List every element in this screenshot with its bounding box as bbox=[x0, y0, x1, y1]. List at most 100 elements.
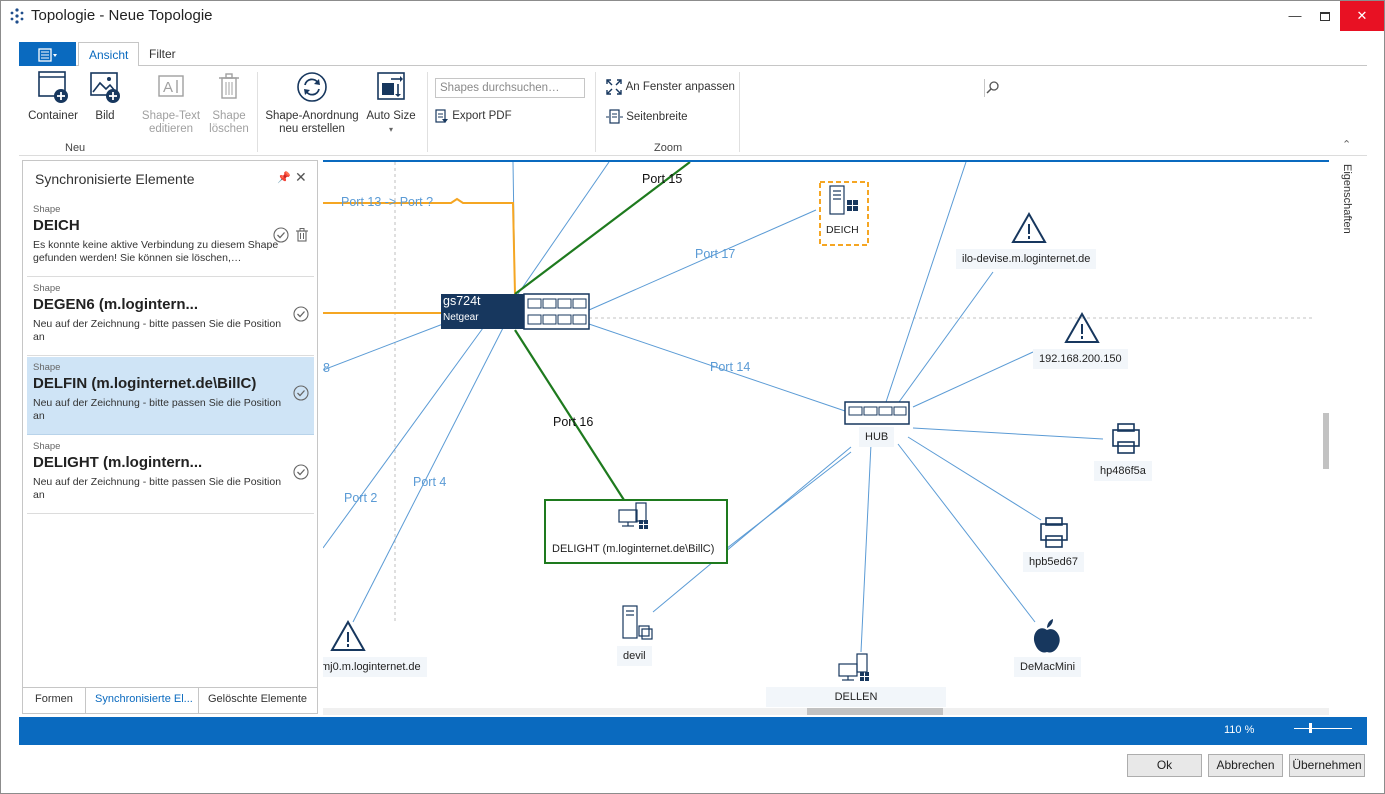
ribbon-separator bbox=[739, 72, 740, 152]
ribbon-separator bbox=[257, 72, 258, 152]
item-type: Shape bbox=[33, 283, 61, 294]
export-pdf-button[interactable]: Export PDF bbox=[433, 108, 533, 124]
search-placeholder: Shapes durchsuchen… bbox=[440, 82, 560, 94]
zoom-level: 110 % bbox=[1224, 724, 1255, 736]
rearrange-shapes-button[interactable]: Shape-Anordnung neu erstellen bbox=[263, 70, 361, 136]
search-button[interactable] bbox=[984, 79, 1002, 97]
horizontal-scrollbar[interactable] bbox=[323, 708, 1329, 715]
tab-formen[interactable]: Formen bbox=[35, 693, 73, 705]
check-circle-icon[interactable] bbox=[293, 385, 309, 401]
image-add-icon bbox=[90, 72, 120, 103]
container-add-icon bbox=[38, 71, 68, 103]
item-name: DEICH bbox=[33, 217, 80, 234]
export-pdf-label: Export PDF bbox=[452, 110, 512, 123]
check-circle-icon[interactable] bbox=[273, 227, 289, 243]
auto-size-button[interactable]: Auto Size ▾ bbox=[363, 70, 419, 136]
window-title: Topologie - Neue Topologie bbox=[31, 7, 213, 24]
node-label-mj0[interactable]: mj0.m.loginternet.de bbox=[323, 657, 427, 677]
shape-delete-button[interactable]: Shape löschen bbox=[207, 70, 251, 136]
switch-name: gs724t bbox=[443, 294, 481, 308]
close-button[interactable]: ✕ bbox=[1340, 1, 1384, 31]
port-label-17: Port 17 bbox=[695, 247, 736, 261]
node-label-hub[interactable]: HUB bbox=[859, 427, 895, 447]
rearrange-label-1: Shape-Anordnung bbox=[265, 110, 359, 122]
item-name: DELIGHT (m.logintern... bbox=[33, 454, 203, 471]
item-message: Neu auf der Zeichnung - bitte passen Sie… bbox=[33, 476, 282, 501]
close-icon: ✕ bbox=[1356, 8, 1368, 23]
cancel-button[interactable]: Abbrechen bbox=[1208, 754, 1283, 777]
topology-diagram bbox=[323, 162, 1313, 681]
port-label-16: Port 16 bbox=[553, 415, 594, 429]
node-label-deich[interactable]: DEICH bbox=[826, 224, 859, 236]
node-label-ilo[interactable]: ilo-devise.m.loginternet.de bbox=[956, 249, 1097, 269]
text-edit-icon: A bbox=[158, 75, 184, 97]
maximize-button[interactable] bbox=[1310, 1, 1340, 31]
list-item-delight[interactable]: Shape DELIGHT (m.logintern... Neu auf de… bbox=[27, 436, 314, 514]
list-item-delfin[interactable]: Shape DELFIN (m.loginternet.de\BillC) Ne… bbox=[27, 357, 314, 435]
zoom-slider-thumb[interactable] bbox=[1309, 723, 1312, 733]
horizontal-scroll-thumb[interactable] bbox=[807, 708, 943, 715]
image-button[interactable]: Bild bbox=[85, 70, 125, 123]
list-item-deich[interactable]: Shape DEICH Es konnte keine aktive Verbi… bbox=[27, 199, 314, 277]
ribbon-separator bbox=[595, 72, 596, 152]
image-label: Bild bbox=[95, 110, 115, 122]
vertical-scroll-thumb[interactable] bbox=[1323, 413, 1329, 469]
collapse-ribbon-button[interactable]: ⌃ bbox=[1342, 138, 1351, 151]
chevron-up-icon: ⌃ bbox=[1342, 139, 1352, 151]
file-menu-button[interactable] bbox=[19, 42, 76, 66]
properties-side-tab[interactable]: Eigenschaften bbox=[1341, 164, 1361, 254]
minimize-button[interactable]: — bbox=[1280, 1, 1310, 31]
auto-size-label: Auto Size bbox=[366, 110, 416, 122]
trash-icon[interactable] bbox=[295, 227, 309, 242]
ribbon-body: Container Bild A Shape-Text editieren bbox=[19, 66, 1367, 156]
zoom-slider[interactable] bbox=[1294, 728, 1352, 729]
pin-icon: 📌 bbox=[277, 172, 291, 184]
port-label-8: 8 bbox=[323, 361, 330, 375]
node-label-devil[interactable]: devil bbox=[617, 646, 652, 666]
container-button[interactable]: Container bbox=[23, 70, 83, 123]
node-label-delight[interactable]: DELIGHT (m.loginternet.de\BillC) bbox=[552, 543, 715, 555]
minimize-icon: — bbox=[1288, 8, 1302, 23]
search-icon bbox=[986, 81, 999, 94]
shape-text-label-2: editieren bbox=[148, 123, 194, 135]
shape-text-edit-button[interactable]: A Shape-Text editieren bbox=[137, 70, 205, 136]
title-bar: Topologie - Neue Topologie — ✕ bbox=[1, 1, 1384, 31]
node-label-hp486f5a[interactable]: hp486f5a bbox=[1094, 461, 1152, 481]
item-name: DELFIN (m.loginternet.de\BillC) bbox=[33, 375, 257, 392]
tab-synchronized[interactable]: Synchronisierte El... bbox=[95, 693, 193, 705]
check-circle-icon[interactable] bbox=[293, 306, 309, 322]
page-width-icon bbox=[606, 109, 623, 124]
active-tab-frame bbox=[85, 688, 199, 713]
tab-ansicht[interactable]: Ansicht bbox=[78, 42, 140, 67]
panel-title: Synchronisierte Elemente bbox=[35, 171, 195, 187]
group-label-zoom: Zoom bbox=[654, 142, 683, 154]
page-width-button[interactable]: Seitenbreite bbox=[605, 108, 725, 126]
rearrange-label-2: neu erstellen bbox=[279, 123, 345, 135]
group-label-neu: Neu bbox=[65, 142, 86, 154]
synchronized-elements-panel: Synchronisierte Elemente 📌 ✕ Shape DEICH… bbox=[22, 160, 318, 714]
ok-button[interactable]: Ok bbox=[1127, 754, 1202, 777]
pin-button[interactable]: 📌 bbox=[277, 171, 291, 184]
trash-icon bbox=[219, 73, 239, 99]
apply-button[interactable]: Übernehmen bbox=[1289, 754, 1365, 777]
fit-window-button[interactable]: An Fenster anpassen bbox=[605, 78, 745, 96]
topology-canvas[interactable]: gs724t Netgear Port 13 -> Port ? Port 15… bbox=[323, 160, 1329, 708]
maximize-icon bbox=[1320, 12, 1330, 22]
node-label-dellen[interactable]: DELLEN bbox=[766, 687, 946, 707]
port-label-13: Port 13 -> Port ? bbox=[341, 195, 434, 209]
node-label-ip[interactable]: 192.168.200.150 bbox=[1033, 349, 1128, 369]
item-message: Neu auf der Zeichnung - bitte passen Sie… bbox=[33, 318, 282, 343]
svg-text:A: A bbox=[163, 79, 173, 96]
shape-delete-label-2: löschen bbox=[209, 123, 249, 135]
close-icon: ✕ bbox=[295, 169, 307, 185]
list-item-degen6[interactable]: Shape DEGEN6 (m.logintern... Neu auf der… bbox=[27, 278, 314, 356]
shape-search-input[interactable]: Shapes durchsuchen… bbox=[435, 78, 999, 98]
tab-filter[interactable]: Filter bbox=[149, 47, 176, 61]
node-label-hpb5ed67[interactable]: hpb5ed67 bbox=[1023, 552, 1084, 572]
fit-window-icon bbox=[606, 79, 622, 95]
check-circle-icon[interactable] bbox=[293, 464, 309, 480]
panel-close-button[interactable]: ✕ bbox=[295, 169, 307, 186]
switch-vendor: Netgear bbox=[443, 312, 479, 323]
node-label-demacmini[interactable]: DeMacMini bbox=[1014, 657, 1082, 677]
tab-deleted[interactable]: Gelöschte Elemente bbox=[208, 693, 308, 705]
